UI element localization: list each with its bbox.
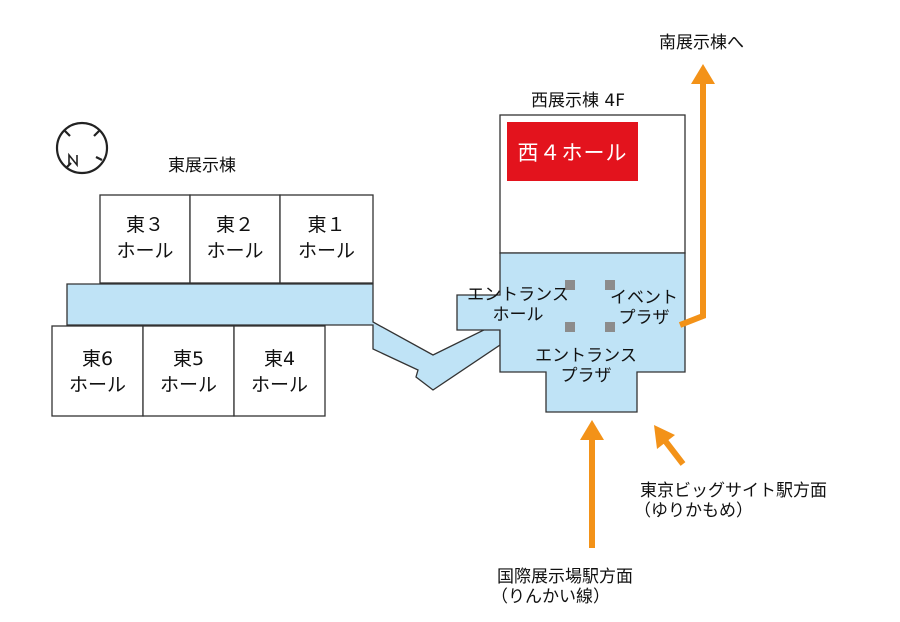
hall-east6: 東6 ホール: [52, 346, 143, 398]
pillar: [565, 280, 575, 290]
arrow-to-south-wing: [678, 64, 715, 328]
west-wing-title: 西展示棟 4F: [531, 91, 625, 111]
big-sight-station-direction-label: 東京ビッグサイト駅方面 （ゆりかもめ）: [634, 481, 827, 521]
hall-east2: 東２ ホール: [190, 212, 280, 264]
hall-number: 東３: [125, 214, 164, 236]
hall-box-east4: [233, 325, 326, 417]
hall-east5: 東5 ホール: [143, 346, 234, 398]
entrance-lobby: [456, 252, 686, 413]
hall-box-east6: [51, 325, 144, 417]
pillar: [605, 322, 615, 332]
hall-label: ホール: [250, 374, 308, 396]
pillar: [605, 280, 615, 290]
hall-label: ホール: [297, 240, 355, 262]
hall-label: ホール: [68, 374, 126, 396]
entrance-plaza-label: エントランス プラザ: [535, 346, 637, 386]
hall-box-east1: [279, 194, 374, 284]
arrow-from-big-sight-station: [654, 425, 686, 466]
hall-east1: 東１ ホール: [280, 212, 373, 264]
hall-east4: 東4 ホール: [234, 346, 325, 398]
hall-number: 東5: [172, 348, 205, 370]
east-wing-title: 東展示棟: [168, 156, 236, 176]
hall-box-east5: [142, 325, 235, 417]
pillar: [565, 322, 575, 332]
hall-number: 東１: [307, 214, 346, 236]
kokusai-station-direction-label: 国際展示場駅方面 （りんかい線）: [491, 567, 633, 607]
east-corridor: [66, 283, 501, 391]
arrow-from-kokusai-station: [580, 420, 604, 548]
south-wing-direction-label: 南展示棟へ: [659, 33, 744, 53]
hall-number: 東4: [263, 348, 296, 370]
entrance-hall-label: エントランス ホール: [467, 285, 569, 325]
hall-label: ホール: [159, 374, 217, 396]
hall-label: ホール: [116, 240, 174, 262]
hall-box-east2: [189, 194, 281, 284]
event-plaza-label: イベント プラザ: [610, 288, 678, 328]
hall-number: 東２: [215, 214, 254, 236]
hall-label: ホール: [206, 240, 264, 262]
featured-hall-west4: 西４ホール: [507, 122, 638, 181]
hall-number: 東6: [81, 348, 114, 370]
hall-box-east3: [99, 194, 191, 284]
hall-east3: 東３ ホール: [100, 212, 190, 264]
north-compass-icon: [55, 121, 109, 175]
